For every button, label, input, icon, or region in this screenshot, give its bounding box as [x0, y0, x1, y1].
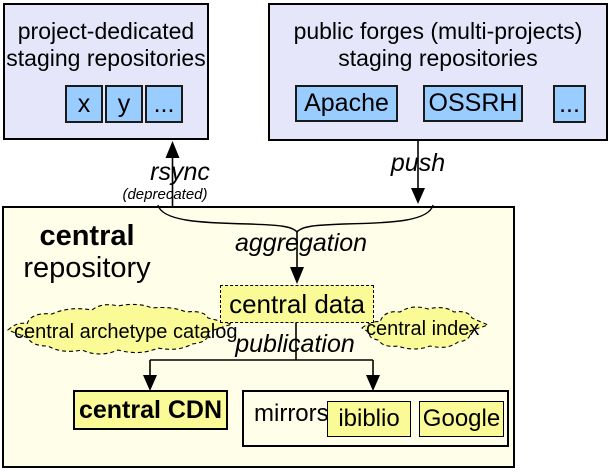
repo-chip-ellipsis: ...: [553, 85, 586, 123]
push-arrow: [411, 141, 425, 204]
public-forges-title: public forges (multi-projects) staging r…: [293, 18, 583, 72]
rsync-arrow: [165, 141, 180, 206]
mirrors-box: mirrors ibiblio Google: [242, 390, 509, 447]
archetype-catalog-cloud: [6, 303, 234, 355]
central-index-cloud: [361, 306, 490, 350]
repo-chip-y: y: [105, 85, 143, 123]
central-title-line1: central: [39, 220, 135, 252]
push-label: push: [390, 149, 446, 177]
publication-label: publication: [235, 330, 355, 358]
central-repository-title: central repository: [8, 220, 166, 285]
central-cdn-box: central CDN: [73, 390, 228, 430]
mirror-google-box: Google: [419, 401, 504, 437]
repo-chip-ellipsis: ...: [145, 85, 183, 123]
aggregation-brace: [157, 204, 434, 284]
repo-chip-x: x: [65, 85, 103, 123]
project-staging-title: project-dedicated staging repositories: [6, 18, 206, 72]
aggregation-label: aggregation: [235, 229, 368, 257]
publication-arrows: [143, 323, 380, 391]
central-index-label: central index: [366, 318, 480, 340]
repo-chip-apache: Apache: [295, 85, 398, 122]
rsync-deprecated-note: (deprecated): [122, 186, 208, 203]
archetype-catalog-label: central archetype catalog: [14, 321, 238, 343]
central-title-line2: repository: [23, 251, 151, 284]
mirror-ibiblio-box: ibiblio: [327, 401, 411, 437]
central-data-box: central data: [220, 285, 374, 323]
rsync-label: rsync: [150, 158, 210, 186]
mirrors-label: mirrors: [254, 400, 329, 427]
repo-chip-ossrh: OSSRH: [423, 85, 523, 122]
